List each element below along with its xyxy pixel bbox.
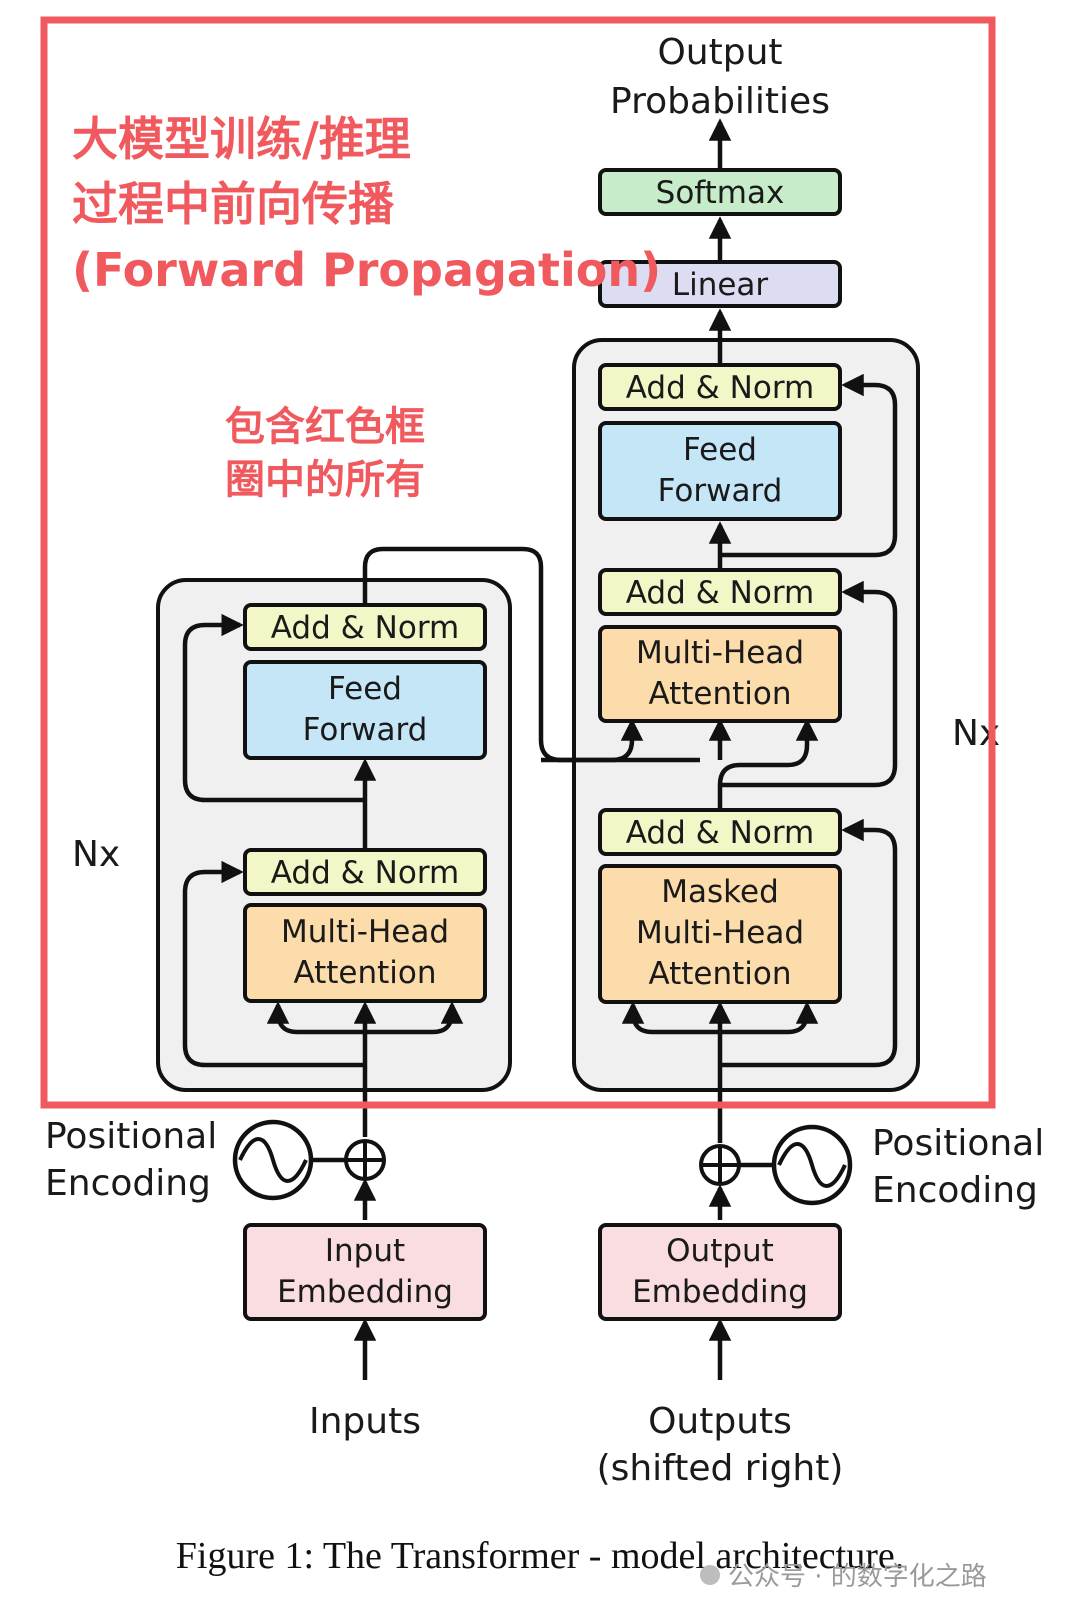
svg-text:Attention: Attention: [648, 676, 791, 712]
encoder-positional-encoding-line1: Positional: [45, 1116, 217, 1157]
decoder-multi-head-attention: Multi-Head Attention: [598, 625, 842, 723]
svg-text:公众号 · 的数字化之路: 公众号 · 的数字化之路: [728, 1562, 987, 1592]
svg-text:Multi-Head: Multi-Head: [281, 914, 449, 950]
connections: [182, 118, 898, 1380]
encoder-add-norm-top: Add & Norm: [243, 603, 487, 651]
decoder-positional-wave-icon: [771, 1124, 853, 1206]
highlight-note-line1: 包含红色框: [225, 404, 425, 450]
encoder-stack: [156, 578, 512, 1092]
highlight-title-line2: 过程中前向传播: [72, 177, 395, 231]
svg-text:Input: Input: [325, 1233, 405, 1269]
inputs-label: Inputs: [309, 1401, 421, 1442]
wechat-icon: [700, 1565, 720, 1585]
svg-text:Add & Norm: Add & Norm: [626, 575, 814, 611]
decoder-add-norm-middle: Add & Norm: [598, 568, 842, 616]
svg-text:Feed: Feed: [683, 432, 757, 468]
output-probabilities-line1: Output: [657, 32, 782, 73]
output-probabilities-line2: Probabilities: [610, 81, 830, 122]
decoder-positional-encoding-line1: Positional: [872, 1123, 1044, 1164]
encoder-positional-encoding-line2: Encoding: [45, 1163, 211, 1204]
softmax-block: Softmax: [598, 168, 842, 216]
svg-text:Embedding: Embedding: [632, 1274, 808, 1310]
svg-text:Masked: Masked: [661, 874, 779, 910]
svg-text:Attention: Attention: [293, 955, 436, 991]
svg-text:Add & Norm: Add & Norm: [271, 610, 459, 646]
svg-text:Attention: Attention: [648, 956, 791, 992]
highlight-note-line2: 圈中的所有: [225, 457, 425, 503]
decoder-masked-multi-head-attention: Masked Multi-Head Attention: [598, 864, 842, 1004]
decoder-add-norm-top: Add & Norm: [598, 363, 842, 411]
encoder-positional-wave-icon: [232, 1119, 314, 1201]
svg-text:Forward: Forward: [658, 473, 783, 509]
outputs-label-line2: (shifted right): [597, 1448, 844, 1489]
svg-text:Add & Norm: Add & Norm: [626, 815, 814, 851]
highlight-title-line3: (Forward Propagation): [72, 243, 661, 297]
watermark: 公众号 · 的数字化之路: [700, 1562, 987, 1592]
linear-block: Linear: [598, 260, 842, 308]
encoder-add-norm-bottom: Add & Norm: [243, 848, 487, 896]
svg-text:Embedding: Embedding: [277, 1274, 453, 1310]
outputs-label-line1: Outputs: [648, 1401, 792, 1442]
decoder-positional-encoding-line2: Encoding: [872, 1170, 1038, 1211]
output-embedding-block: Output Embedding: [598, 1223, 842, 1321]
decoder-add-norm-bottom: Add & Norm: [598, 808, 842, 856]
svg-text:Forward: Forward: [303, 712, 428, 748]
encoder-multi-head-attention: Multi-Head Attention: [243, 903, 487, 1003]
decoder-feed-forward: Feed Forward: [598, 421, 842, 521]
encoder-add-icon: [344, 1139, 386, 1181]
figure-caption: Figure 1: The Transformer - model archit…: [176, 1535, 905, 1577]
svg-text:Softmax: Softmax: [656, 175, 785, 211]
svg-text:Output: Output: [666, 1233, 774, 1269]
forward-propagation-frame: [40, 16, 996, 1109]
svg-text:Add & Norm: Add & Norm: [271, 855, 459, 891]
input-embedding-block: Input Embedding: [243, 1223, 487, 1321]
encoder-feed-forward: Feed Forward: [243, 660, 487, 760]
svg-text:Multi-Head: Multi-Head: [636, 635, 804, 671]
svg-text:Multi-Head: Multi-Head: [636, 915, 804, 951]
svg-text:Feed: Feed: [328, 671, 402, 707]
highlight-title-line1: 大模型训练/推理: [72, 112, 411, 166]
svg-text:Add & Norm: Add & Norm: [626, 370, 814, 406]
encoder-nx-label: Nx: [72, 834, 120, 875]
svg-text:Linear: Linear: [672, 267, 769, 303]
decoder-add-icon: [699, 1144, 741, 1186]
